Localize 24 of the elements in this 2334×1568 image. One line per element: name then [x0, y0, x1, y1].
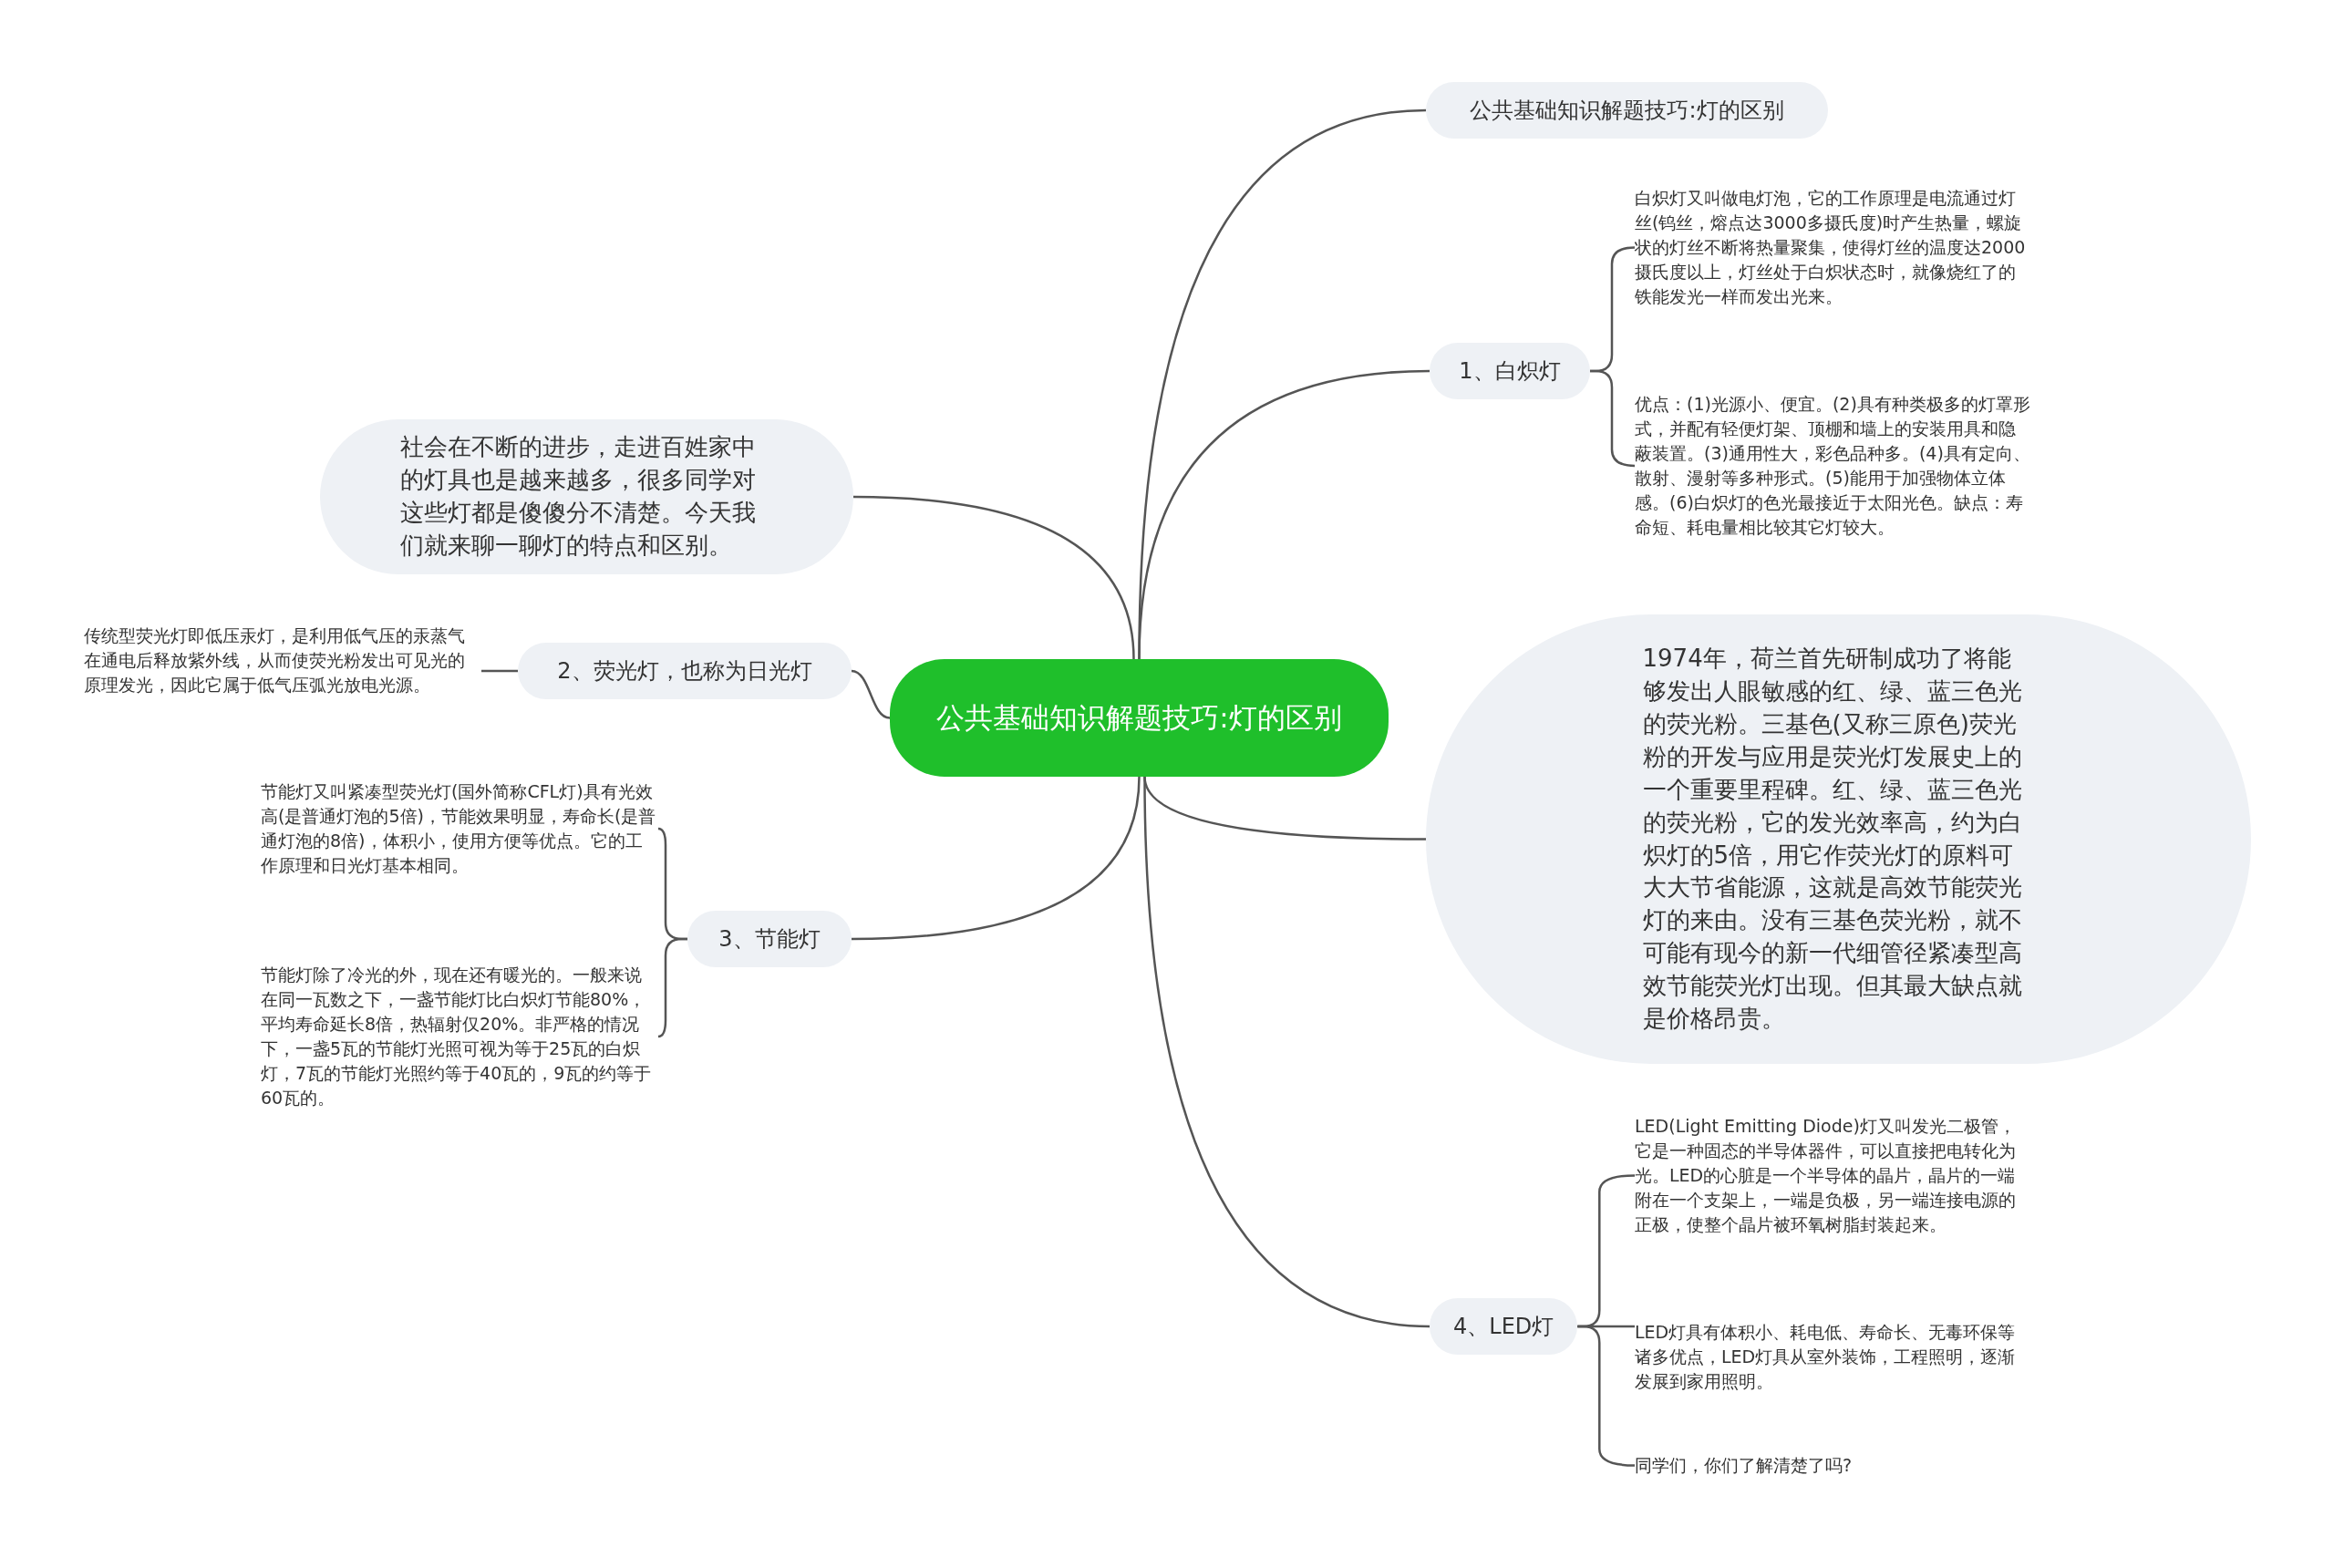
paragraph-text: 1974年，荷兰首先研制成功了将能够发出人眼敏感的红、绿、蓝三色光的荧光粉。三基色(又称三原色)荧光粉的开发与应用是荧光灯发展史上的一个重要里程碑。红、绿、蓝三色光的荧光粉，它的发光效率高，约为白炽灯的5倍，用它作荧光灯的原料可大大节省能源，这就是高效节能荧光灯的来由。没有三基色荧光粉，就不可能有现今的新一代细管径紧凑型高效节能荧光灯出现。但其最大缺点就是价格昂贵。 [1642, 644, 2023, 1034]
topic-pill: 公共基础知识解题技巧:灯的区别 [1426, 82, 1828, 139]
connector-line [1577, 1325, 1636, 1467]
connector-line [481, 669, 518, 673]
note-text: 节能灯又叫紧凑型荧光灯(国外简称CFL灯)具有光效高(是普通灯泡的5倍)，节能效果明显，寿命长(是普通灯泡的8倍)，体积小，使用方便等优点。它的工作原理和日光灯基本相同。 [261, 779, 658, 878]
topic-pill: 3、节能灯 [687, 911, 852, 967]
note-text: 节能灯除了冷光的外，现在还有暖光的。一般来说在同一瓦数之下，一盏节能灯比白炽灯节能80%，平均寿命延长8倍，热辐射仅20%。非严格的情况下，一盏5瓦的节能灯光照可视为等于25瓦的白炽灯，7瓦的节能灯光照约等于40瓦的，9瓦的约等于60瓦的。 [261, 963, 658, 1110]
connector-line [851, 669, 891, 719]
connector-line [852, 495, 1135, 660]
note-text: 优点：(1)光源小、便宜。(2)具有种类极多的灯罩形式，并配有轻便灯架、顶棚和墙上的安装用具和隐蔽装置。(3)通用性大，彩色品种多。(4)具有定向、散射、漫射等多种形式。(5)能用于加强物体立体感。(6)白炽灯的色光最接近于太阳光色。缺点：寿命短、耗电量相比较其它灯较大。 [1635, 392, 2032, 540]
paragraph-text: 社会在不断的进步，走进百姓家中的灯具也是越来越多，很多同学对这些灯都是傻傻分不清楚。今天我们就来聊一聊灯的特点和区别。 [399, 432, 757, 561]
connector-line [1143, 776, 1430, 1328]
central-topic: 公共基础知识解题技巧:灯的区别 [890, 659, 1389, 777]
note-text: 传统型荧光灯即低压汞灯，是利用低气压的汞蒸气在通电后释放紫外线，从而使荧光粉发出可见光的原理发光，因此它属于低气压弧光放电光源。 [84, 624, 481, 697]
note-text: LED灯具有体积小、耗电低、寿命长、无毒环保等诸多优点，LED灯具从室外装饰，工程照明，逐渐发展到家用照明。 [1635, 1320, 2032, 1394]
note-text: LED(Light Emitting Diode)灯又叫发光二极管，它是一种固态的半导体器件，可以直接把电转化为光。LED的心脏是一个半导体的晶片，晶片的一端附在一个支架上，一端是负极，另一端连接电源的正极，使整个晶片被环氧树脂封装起来。 [1635, 1114, 2032, 1237]
connector-line [1138, 369, 1430, 660]
topic-pill: 2、荧光灯，也称为日光灯 [518, 643, 852, 699]
connector-line [851, 776, 1141, 941]
topic-pill: 1、白炽灯 [1430, 343, 1590, 399]
note-text: 同学们，你们了解清楚了吗? [1635, 1453, 2032, 1478]
connector-line [657, 937, 687, 1038]
note-text: 白炽灯又叫做电灯泡，它的工作原理是电流通过灯丝(钨丝，熔点达3000多摄氏度)时产生热量，螺旋状的灯丝不断将热量聚集，使得灯丝的温度达2000摄氏度以上，灯丝处于白炽状态时，就像烧红了的铁能发光一样而发出光来。 [1635, 186, 2032, 309]
topic-pill: 4、LED灯 [1430, 1298, 1578, 1355]
